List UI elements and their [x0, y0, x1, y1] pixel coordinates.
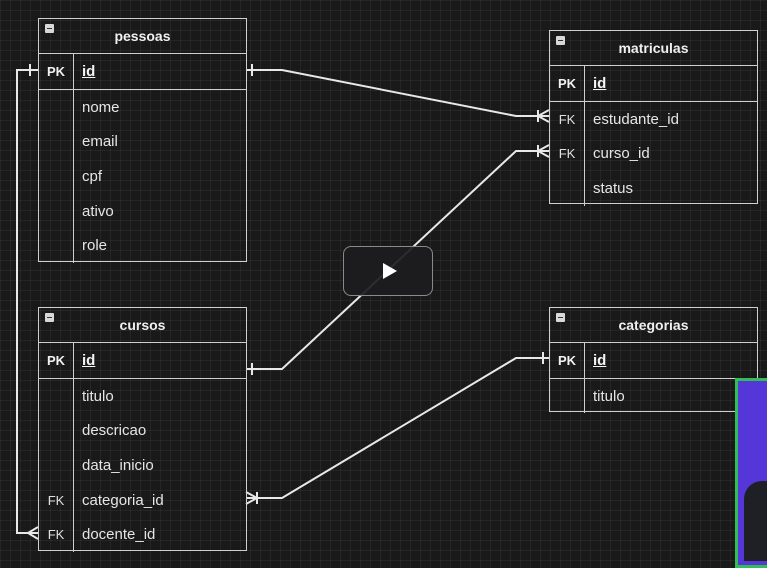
- field-name: estudante_id: [593, 110, 679, 128]
- field-name: id: [82, 351, 96, 369]
- key-label: [39, 228, 74, 264]
- key-label: FK: [39, 517, 74, 553]
- table-row[interactable]: ativo: [39, 193, 246, 229]
- table-cursos[interactable]: cursos PK id titulo descricao data_inici…: [38, 307, 247, 553]
- table-row[interactable]: status: [550, 171, 757, 206]
- field-name: titulo: [82, 387, 114, 405]
- key-label: PK: [39, 54, 74, 89]
- key-label: FK: [550, 136, 585, 172]
- field-name: id: [593, 74, 607, 92]
- field-name: categoria_id: [82, 491, 164, 509]
- key-label: FK: [550, 101, 585, 137]
- table-title: matriculas: [618, 40, 689, 56]
- key-label: [39, 448, 74, 483]
- table-row[interactable]: FK estudante_id: [550, 101, 757, 137]
- webcam-overlay: [735, 378, 767, 568]
- play-icon: [382, 263, 397, 279]
- table-row[interactable]: PK id: [39, 343, 246, 379]
- field-name: nome: [82, 98, 120, 116]
- table-row[interactable]: PK id: [550, 66, 757, 102]
- table-row[interactable]: email: [39, 124, 246, 160]
- field-name: titulo: [593, 387, 625, 405]
- table-header: matriculas: [550, 31, 757, 66]
- key-label: [39, 159, 74, 194]
- key-label: PK: [39, 343, 74, 378]
- field-name: descricao: [82, 422, 147, 440]
- table-row[interactable]: descricao: [39, 413, 246, 449]
- table-row[interactable]: role: [39, 228, 246, 264]
- collapse-icon[interactable]: [45, 24, 54, 33]
- table-title: cursos: [119, 317, 166, 333]
- key-label: PK: [550, 66, 585, 101]
- collapse-icon[interactable]: [556, 36, 565, 45]
- key-label: PK: [550, 343, 585, 378]
- field-name: id: [593, 351, 607, 369]
- field-name: email: [82, 133, 118, 151]
- table-row[interactable]: FK docente_id: [39, 517, 246, 553]
- table-row[interactable]: nome: [39, 89, 246, 125]
- collapse-icon[interactable]: [556, 313, 565, 322]
- table-row[interactable]: titulo: [39, 378, 246, 414]
- field-name: ativo: [82, 202, 114, 220]
- collapse-icon[interactable]: [45, 313, 54, 322]
- field-name: data_inicio: [82, 456, 154, 474]
- table-pessoas[interactable]: pessoas PK id nome email cpf ativo role: [38, 18, 247, 264]
- table-header: categorias: [550, 308, 757, 343]
- field-name: docente_id: [82, 526, 156, 544]
- field-name: curso_id: [593, 145, 650, 163]
- table-header: cursos: [39, 308, 246, 343]
- field-name: cpf: [82, 167, 103, 185]
- field-name: role: [82, 237, 108, 255]
- table-matriculas[interactable]: matriculas PK id FK estudante_id FK curso_…: [549, 30, 758, 206]
- table-row[interactable]: PK id: [550, 343, 757, 379]
- key-label: [39, 413, 74, 449]
- key-label: [39, 124, 74, 160]
- rel-categorias-cursos: [246, 357, 549, 499]
- key-label: [550, 171, 585, 206]
- table-row[interactable]: cpf: [39, 159, 246, 194]
- key-label: FK: [39, 482, 74, 518]
- table-row[interactable]: FK categoria_id: [39, 482, 246, 518]
- table-row[interactable]: FK curso_id: [550, 136, 757, 172]
- field-name: status: [593, 179, 634, 197]
- table-title: categorias: [618, 317, 689, 333]
- key-label: [39, 378, 74, 414]
- rel-pessoas-cursos-docente: [16, 69, 38, 534]
- table-categorias[interactable]: categorias PK id titulo: [549, 307, 758, 414]
- presenter-silhouette: [744, 481, 767, 561]
- table-row[interactable]: PK id: [39, 54, 246, 90]
- key-label: [550, 378, 585, 414]
- key-label: [39, 193, 74, 229]
- table-row[interactable]: titulo: [550, 378, 757, 414]
- table-title: pessoas: [114, 28, 171, 44]
- play-button[interactable]: [343, 246, 433, 296]
- key-label: [39, 89, 74, 125]
- rel-pessoas-matriculas: [246, 69, 549, 117]
- table-row[interactable]: data_inicio: [39, 448, 246, 483]
- field-name: id: [82, 62, 96, 80]
- many-marker: [26, 526, 39, 540]
- table-header: pessoas: [39, 19, 246, 54]
